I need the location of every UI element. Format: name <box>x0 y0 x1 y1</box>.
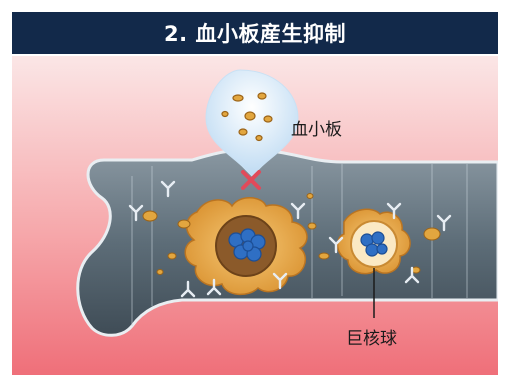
antibodies <box>128 180 452 298</box>
platelets-in-bubble <box>221 92 273 142</box>
megakaryocyte-label: 巨核球 <box>346 329 397 349</box>
platelet-bubble <box>205 69 299 177</box>
platelet-label: 血小板 <box>291 120 342 140</box>
megakaryocyte-small-nucleus <box>360 231 388 257</box>
megakaryocyte-large-nucleus <box>228 228 266 262</box>
figure-title: 2. 血小板産生抑制 <box>12 12 498 54</box>
cross-mark-icon <box>241 170 261 190</box>
marrow-illustration <box>12 56 498 375</box>
scattered-platelets <box>142 193 441 275</box>
